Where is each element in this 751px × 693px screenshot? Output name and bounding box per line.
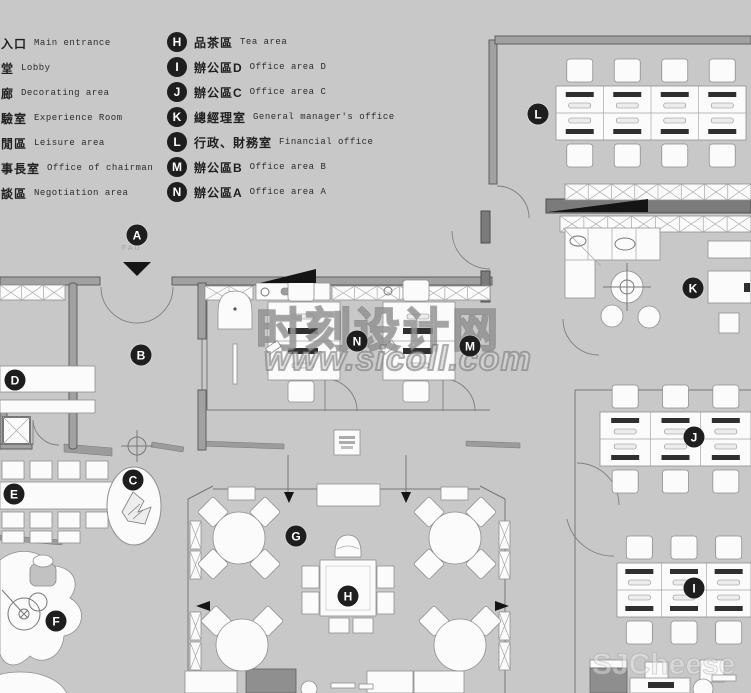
legend-entry: 驗室 Experience Room [1,108,123,128]
desk-cluster-m [379,279,456,403]
plan-marker-f: F [45,610,67,632]
watermark-corner: SJCheese [591,648,736,682]
legend-entry: 閒區 Leisure area [1,133,105,153]
plan-marker-m: M [459,335,481,357]
plan-marker-a: A [126,224,148,246]
legend-entry: 堂 Lobby [1,58,51,78]
tea-table-group [301,534,395,634]
legend-label-zh: 辦公區A [194,185,243,200]
legend-letter-badge: I [167,57,187,77]
legend-label-en: General manager's office [253,112,395,122]
legend-entry: 談區 Negotiation area [1,183,128,203]
legend-label-en: Office area B [249,162,327,172]
round-table-group [418,605,502,672]
legend-label-en: Office of chairman [47,163,154,173]
legend-entry: 廊 Decorating area [1,83,110,103]
round-table-group [197,496,281,580]
legend-label-zh: 品茶區 [194,35,234,50]
plan-marker-k: K [682,277,704,299]
generated-furniture [197,58,751,672]
plan-marker-h: H [337,585,359,607]
elevator [2,416,31,445]
legend-entry: J 辦公區C Office area C [167,82,326,102]
legend-letter-badge: J [167,82,187,102]
legend-entry: M 辦公區B Office area B [167,157,326,177]
legend-label-en: Office area C [249,87,327,97]
desk-cluster-n [264,279,341,403]
legend-entry: 事長室 Office of chairman [1,158,153,178]
legend-label-zh: 驗室 [1,111,28,126]
legend-letter-badge: K [167,107,187,127]
legend-label-zh: 堂 [1,61,15,76]
desk-bank-i [616,535,751,645]
legend-entry: 入口 Main entrance [1,33,111,53]
legend-label-en: Lobby [21,63,51,73]
legend-entry: I 辦公區D Office area D [167,57,326,77]
plan-marker-e: E [3,483,25,505]
legend-label-en: Negotiation area [34,188,129,198]
legend-label-zh: 總經理室 [194,110,247,125]
plan-marker-g: G [285,525,307,547]
legend-label-zh: 閒區 [1,136,28,151]
legend-letter-badge: M [167,157,187,177]
legend-label-zh: 事長室 [1,161,41,176]
plan-marker-i: I [683,577,705,599]
section-markers [123,199,648,611]
plan-marker-b: B [130,344,152,366]
legend-label-zh: 行政、財務室 [194,135,273,150]
equipment-box [333,429,361,456]
legend-label-zh: 辦公區C [194,85,243,100]
legend-label-en: Experience Room [34,113,123,123]
plan-marker-c: C [122,469,144,491]
desk-bank-l [555,58,747,168]
legend-entry: N 辦公區A Office area A [167,182,326,202]
round-table-group [413,496,497,580]
legend-label-en: Tea area [240,37,288,47]
lounge-chair [217,290,253,385]
plan-marker-l: L [527,103,549,125]
legend-label-zh: 辦公區D [194,60,243,75]
legend-label-en: Main entrance [34,38,111,48]
plan-marker-n: N [346,330,368,352]
plan-marker-d: D [4,369,26,391]
legend-label-zh: 廊 [1,86,15,101]
manager-office-furniture [562,227,751,334]
legend-label-en: Decorating area [21,88,110,98]
legend-label-zh: 入口 [1,36,28,51]
entrance-arrow-icon [123,262,151,276]
legend-letter-badge: L [167,132,187,152]
legend-letter-badge: N [167,182,187,202]
plan-marker-j: J [683,426,705,448]
legend-letter-badge: H [167,32,187,52]
bottom-right-desks [589,659,737,693]
legend-label-en: Office area A [249,187,327,197]
legend-label-zh: 談區 [1,186,28,201]
legend-entry: H 品茶區 Tea area [167,32,287,52]
legend-label-en: Financial office [279,137,374,147]
legend-label-en: Leisure area [34,138,105,148]
legend-label-zh: 辦公區B [194,160,243,175]
watermark-site-name: 时刻设计网 [255,303,501,357]
grid-crosshair [121,430,153,462]
bottom-furniture [184,668,465,693]
legend-entry: L 行政、財務室 Financial office [167,132,373,152]
legend-entry: K 總經理室 General manager's office [167,107,395,127]
showroom-consoles [227,483,469,507]
sculpture-oval-c [106,466,162,546]
leisure-blob-f [0,551,82,693]
desk-bank-j [599,384,751,494]
watermark-site-url: www.sicoll.com [263,339,532,379]
legend-label-en: Office area D [249,62,327,72]
entrance-note: FAU [122,245,142,252]
round-table-group [200,605,284,672]
